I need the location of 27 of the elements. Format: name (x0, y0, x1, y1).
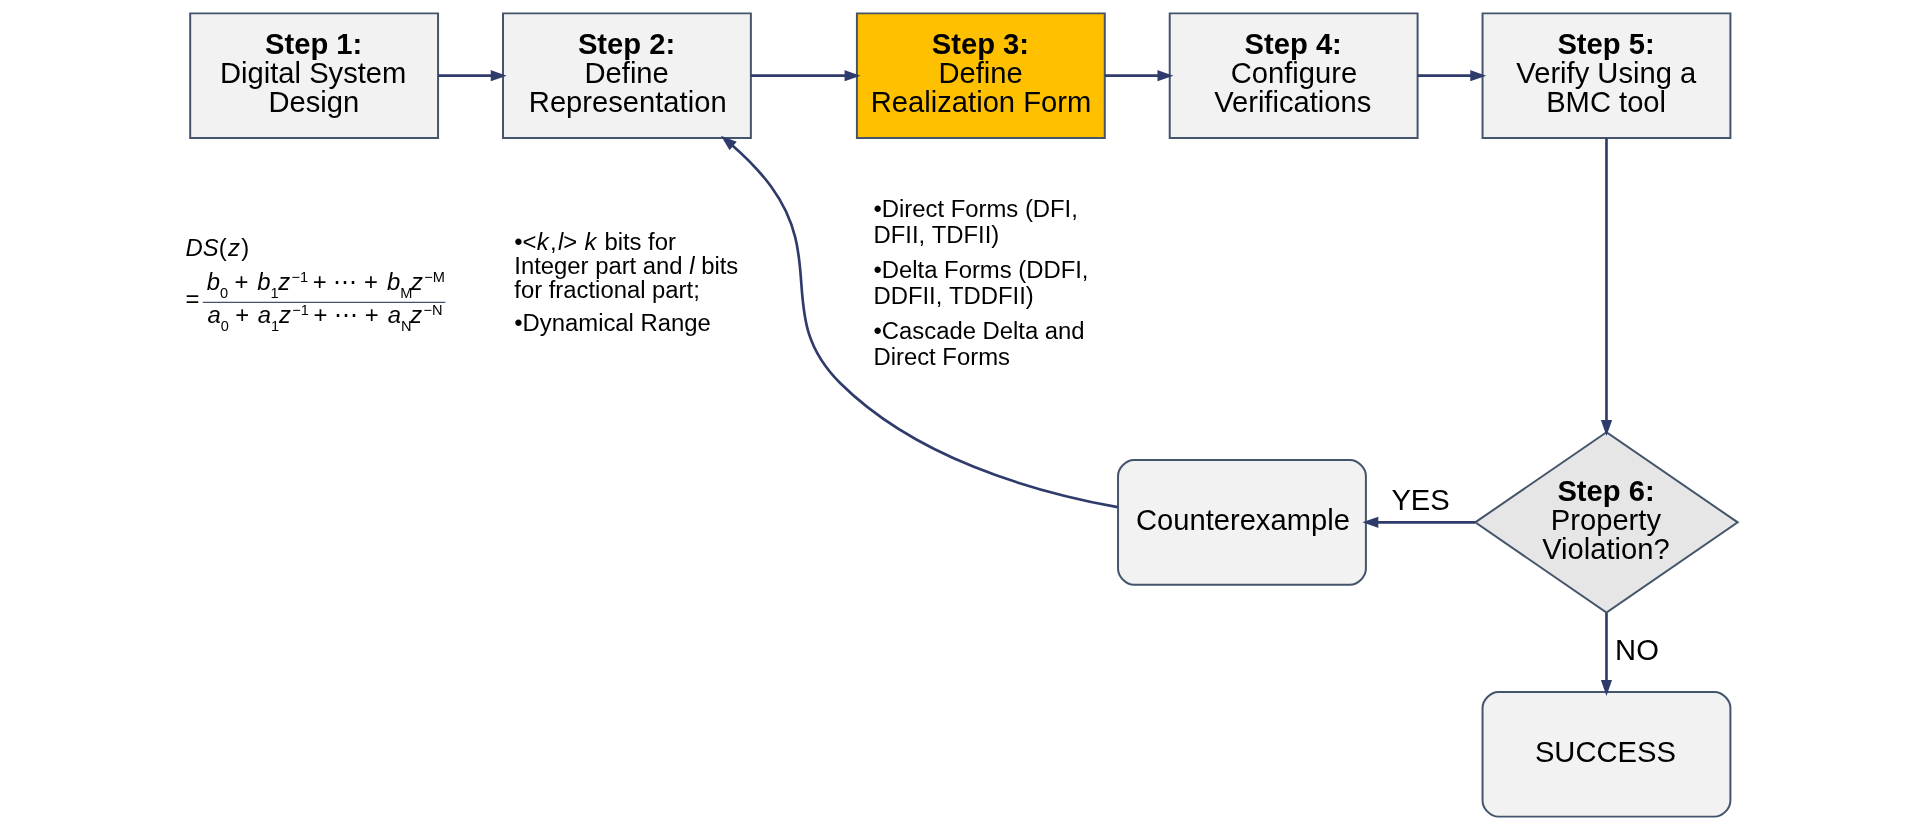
arrow (1417, 70, 1487, 82)
node-label: DS(z) (185, 234, 250, 262)
node-box: Step 4: Configure Verifications (1168, 12, 1419, 139)
node-box: Step 1: Digital System Design (189, 12, 440, 139)
node-box: SUCCESS (1481, 691, 1732, 818)
node-label: = (185, 284, 200, 312)
node-label: a$_{0}$ + a$_{1}$z$^{−1}$ + ⋯ + a$_{N}$z$^{−N}$ (207, 300, 443, 334)
arrow (1362, 516, 1476, 528)
arrow (751, 70, 861, 82)
node-label: •<k,l> k bits for Integer part and l bits for fractional part; (514, 227, 739, 303)
node-label: •Direct Forms (DFI, DFII, TDFII) (873, 194, 1078, 249)
arrow (1104, 70, 1174, 82)
edge-label: YES (1391, 483, 1450, 516)
arrow (1600, 138, 1613, 437)
node-box: Step 2: Define Representation (502, 12, 752, 139)
node-label: b$_{0}$ + b$_{1}$z$^{−1}$ + ⋯ + b$_{M}$z$^{−M}$ (206, 267, 445, 301)
node-diamond: Step 6: Property Violation? (1473, 431, 1740, 614)
edge-label: NO (1615, 633, 1659, 666)
node-box: Step 3: Define Realization Form (855, 12, 1106, 139)
arrow (438, 70, 507, 82)
node-box: Step 5: Verify Using a BMC tool (1481, 12, 1732, 139)
node-label: •Dynamical Range (514, 308, 711, 336)
node-box: Counterexample (1117, 459, 1367, 586)
arrow (720, 135, 1118, 509)
arrow (1600, 613, 1613, 696)
node-label: •Cascade Delta and Direct Forms (873, 316, 1085, 371)
node-label: •Delta Forms (DDFI, DDFII, TDDFII) (873, 255, 1089, 310)
